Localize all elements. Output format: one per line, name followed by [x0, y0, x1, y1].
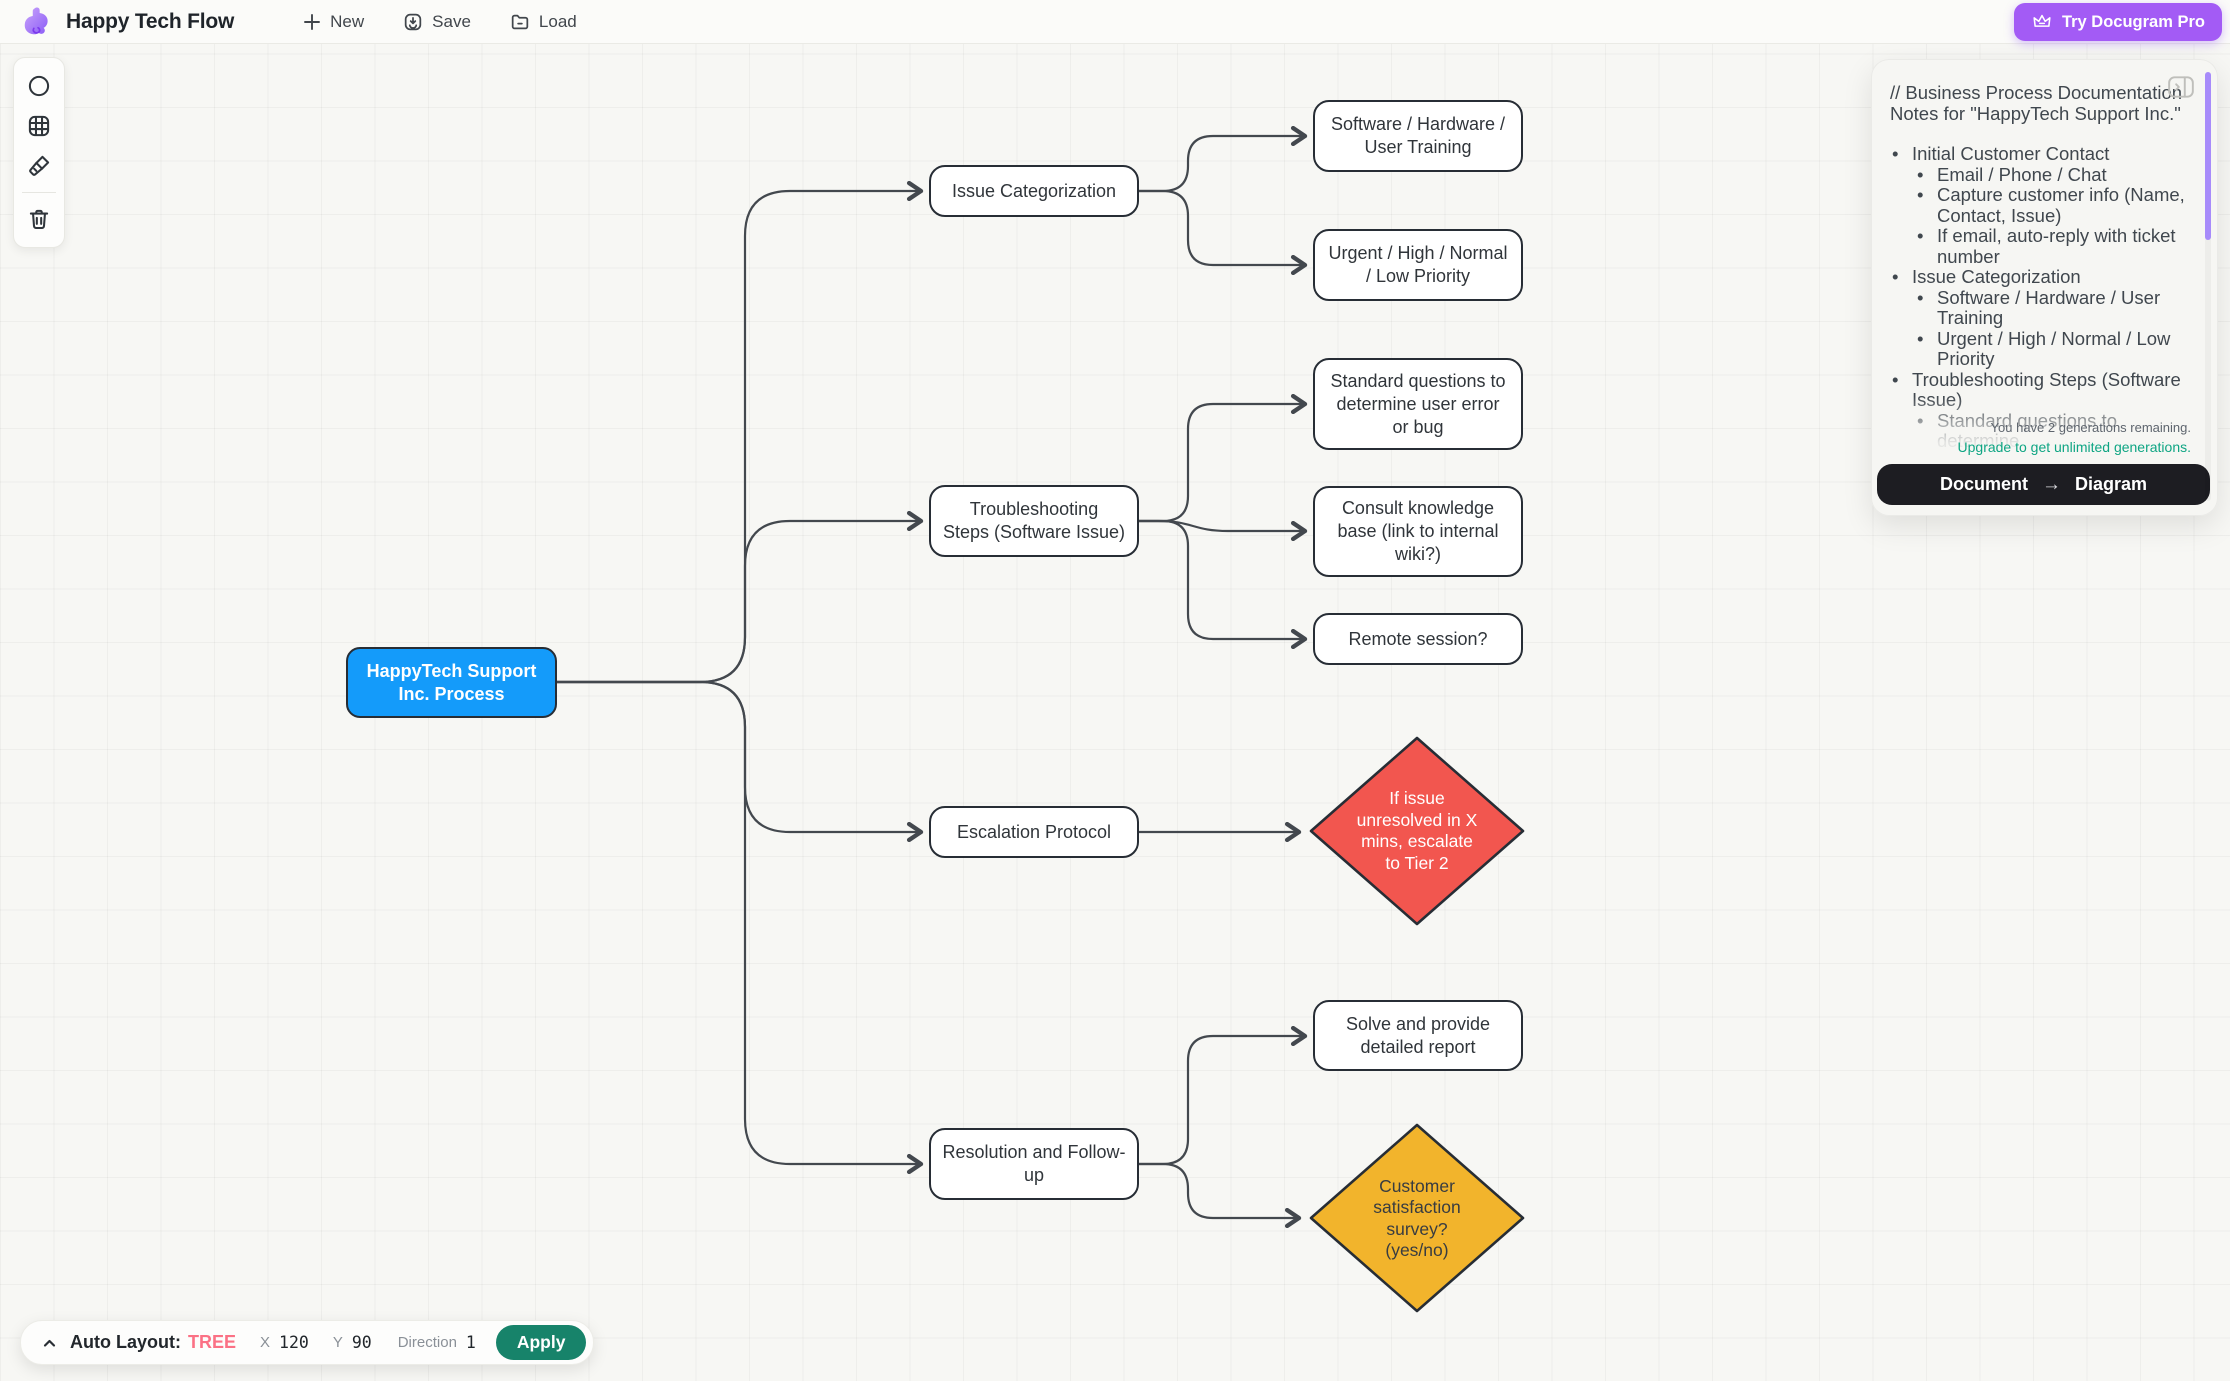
save-label: Save [432, 11, 471, 31]
y-value-input[interactable]: 90 [351, 1333, 372, 1352]
note-item: Issue Categorization [1890, 266, 2187, 288]
direction-label: Direction [397, 1334, 457, 1351]
note-item: Software / Hardware / User Training [1890, 287, 2187, 329]
note-item: Capture customer info (Name, Contact, Is… [1890, 184, 2187, 226]
node-solve-report[interactable]: Solve and provide detailed report [1313, 1000, 1523, 1071]
node-root-process[interactable]: HappyTech Support Inc. Process [346, 647, 557, 718]
node-consult-knowledge-base[interactable]: Consult knowledge base (link to internal… [1313, 486, 1523, 577]
arrow-right-icon: → [2041, 473, 2061, 495]
collapse-bar-button[interactable] [38, 1335, 61, 1351]
app-logo-icon [24, 6, 48, 34]
document-to-diagram-button[interactable]: Document → Diagram [1877, 464, 2210, 505]
notes-panel: // Business Process Documentation Notes … [1871, 59, 2218, 516]
note-item: Urgent / High / Normal / Low Priority [1890, 328, 2187, 370]
edge-issue-priority [1139, 189, 1305, 265]
chevron-up-icon [43, 1339, 56, 1347]
toolbar-divider [22, 192, 56, 193]
auto-layout-bar: Auto Layout: TREE X 120 Y 90 Direction 1… [20, 1320, 595, 1365]
crown-icon [2033, 14, 2051, 27]
node-remote-session[interactable]: Remote session? [1313, 613, 1523, 665]
edge-root-issue [557, 191, 921, 684]
node-priority-levels[interactable]: Urgent / High / Normal / Low Priority [1313, 229, 1523, 301]
upgrade-link[interactable]: Upgrade to get unlimited generations. [1957, 439, 2191, 455]
edge-issue-software [1139, 136, 1305, 193]
node-resolution-followup[interactable]: Resolution and Follow- up [929, 1128, 1139, 1200]
try-pro-label: Try Docugram Pro [2061, 12, 2205, 31]
node-issue-categorization[interactable]: Issue Categorization [929, 165, 1139, 217]
broom-icon [29, 155, 50, 176]
apply-button[interactable]: Apply [495, 1325, 587, 1360]
trash-icon [29, 209, 49, 230]
new-label: New [330, 11, 365, 31]
note-item: Initial Customer Contact [1890, 143, 2187, 165]
layout-mode-value[interactable]: TREE [187, 1332, 236, 1352]
load-button[interactable]: Load [507, 7, 579, 37]
notes-heading: // Business Process Documentation Notes … [1890, 82, 2188, 124]
node-software-hardware-training[interactable]: Software / Hardware / User Training [1313, 100, 1523, 172]
x-label: X [260, 1334, 271, 1351]
folder-icon [511, 14, 529, 29]
note-item: Email / Phone / Chat [1890, 164, 2187, 186]
convert-to-label: Diagram [2074, 474, 2148, 494]
note-item: If email, auto-reply with ticket number [1890, 225, 2187, 267]
header: Happy Tech Flow New Save Load Try Docugr… [0, 0, 2230, 44]
new-button[interactable]: New [300, 8, 366, 36]
generations-note: You have 2 generations remaining. [1990, 420, 2191, 435]
diamond-label-survey[interactable]: Customer satisfaction survey? (yes/no) [1373, 1175, 1461, 1261]
y-label: Y [332, 1334, 343, 1351]
edge-root-resolution [557, 680, 921, 1164]
node-standard-questions[interactable]: Standard questions to determine user err… [1313, 358, 1523, 450]
clean-brush-tool[interactable] [20, 147, 58, 185]
edge-resolution-solve [1139, 1036, 1305, 1166]
delete-tool[interactable] [20, 200, 58, 238]
panel-collapse-icon [2168, 76, 2194, 98]
header-menu: New Save Load [300, 7, 579, 37]
edge-troubleshoot-standard [1139, 404, 1305, 523]
node-troubleshooting-steps[interactable]: Troubleshooting Steps (Software Issue) [929, 485, 1139, 557]
load-label: Load [538, 11, 577, 31]
try-pro-button[interactable]: Try Docugram Pro [2013, 3, 2222, 41]
edge-troubleshoot-consult [1139, 519, 1305, 531]
grid-tool[interactable] [20, 107, 58, 145]
auto-layout-label: Auto Layout: [70, 1332, 181, 1352]
x-value-input[interactable]: 120 [279, 1333, 309, 1352]
node-escalation-protocol[interactable]: Escalation Protocol [929, 806, 1139, 858]
panel-collapse-button[interactable] [2167, 74, 2195, 100]
convert-from-label: Document [1939, 474, 2028, 494]
panel-scrollbar-thumb[interactable] [2205, 72, 2211, 240]
diamond-label-tier2[interactable]: If issue unresolved in X mins, escalate … [1356, 788, 1478, 873]
app-title: Happy Tech Flow [66, 9, 235, 33]
save-icon [404, 13, 422, 30]
circle-icon [28, 75, 50, 97]
grid-icon [28, 115, 50, 137]
edge-resolution-survey [1139, 1162, 1299, 1218]
edge-root-escalation [557, 680, 921, 832]
direction-value-input[interactable]: 1 [465, 1333, 476, 1352]
left-toolbar [13, 57, 65, 248]
shape-circle-tool[interactable] [20, 67, 58, 105]
plus-icon [304, 13, 321, 30]
edge-troubleshoot-remote [1139, 519, 1305, 639]
save-button[interactable]: Save [400, 7, 473, 37]
edge-root-troubleshoot [557, 521, 921, 684]
